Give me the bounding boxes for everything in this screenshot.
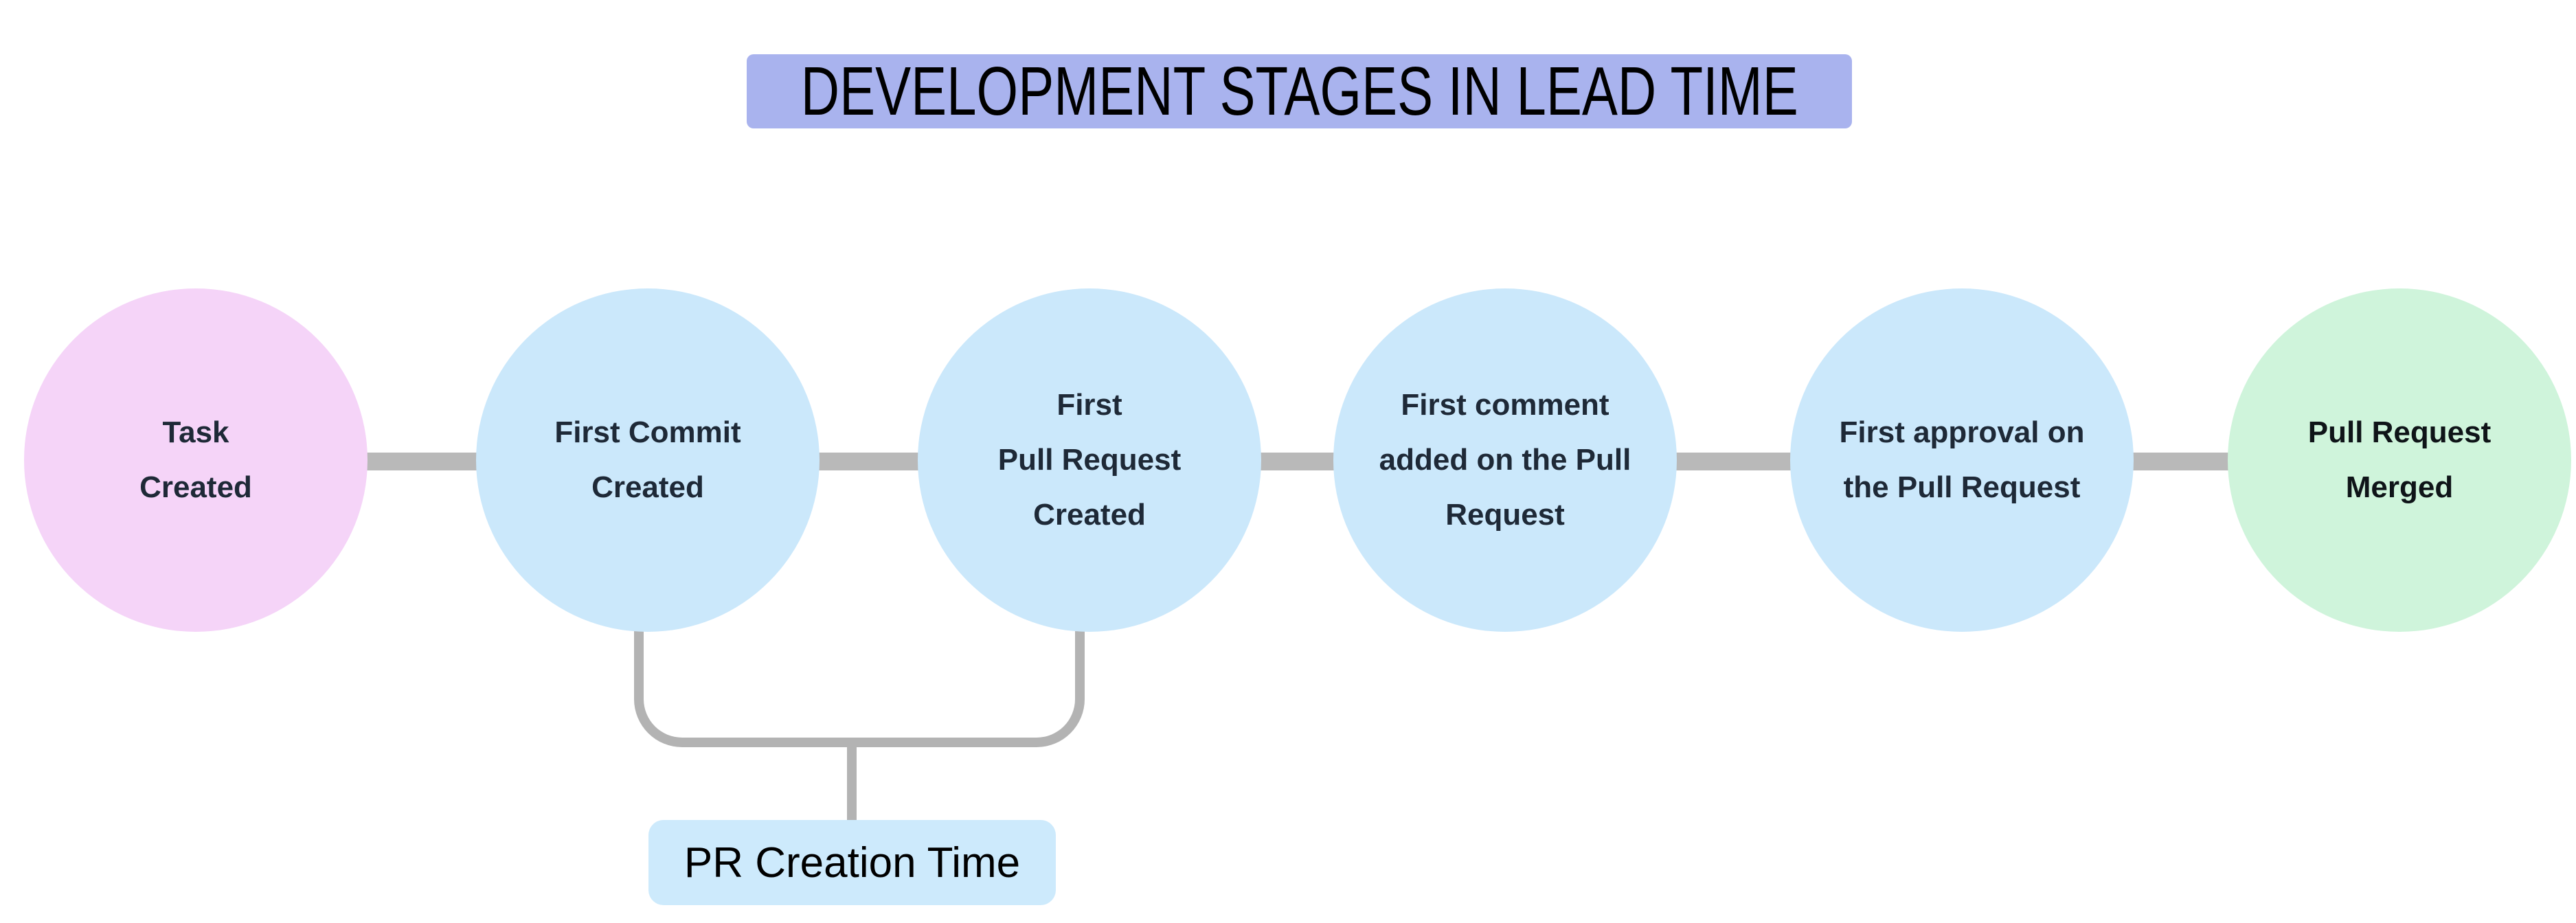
stage-circle-task-created: Task Created — [24, 288, 368, 632]
stage-label: First Pull Request Created — [997, 387, 1182, 532]
pr-creation-time-label-text: PR Creation Time — [683, 839, 1021, 887]
stage-label: First comment added on the Pull Request — [1379, 387, 1631, 532]
stage-circle-first-approval: First approval on the Pull Request — [1790, 288, 2134, 632]
stage-circle-first-commit-created: First Commit Created — [476, 288, 820, 632]
stage-label: First Commit Created — [554, 415, 741, 504]
pr-creation-time-bracket — [634, 626, 1085, 747]
stage-label: Task Created — [139, 415, 252, 504]
pr-creation-time-label: PR Creation Time — [648, 820, 1056, 905]
stage-label: First approval on the Pull Request — [1839, 415, 2085, 504]
stage-circle-pull-request-merged: Pull Request Merged — [2228, 288, 2571, 632]
stage-circle-first-comment-added: First comment added on the Pull Request — [1333, 288, 1677, 632]
diagram-title-text: DEVELOPMENT STAGES IN LEAD TIME — [800, 53, 1798, 130]
stage-label: Pull Request Merged — [2307, 415, 2492, 504]
diagram-title: DEVELOPMENT STAGES IN LEAD TIME — [747, 54, 1852, 128]
pr-creation-time-bracket-stem — [847, 746, 857, 821]
stage-circle-first-pull-request-created: First Pull Request Created — [918, 288, 1261, 632]
